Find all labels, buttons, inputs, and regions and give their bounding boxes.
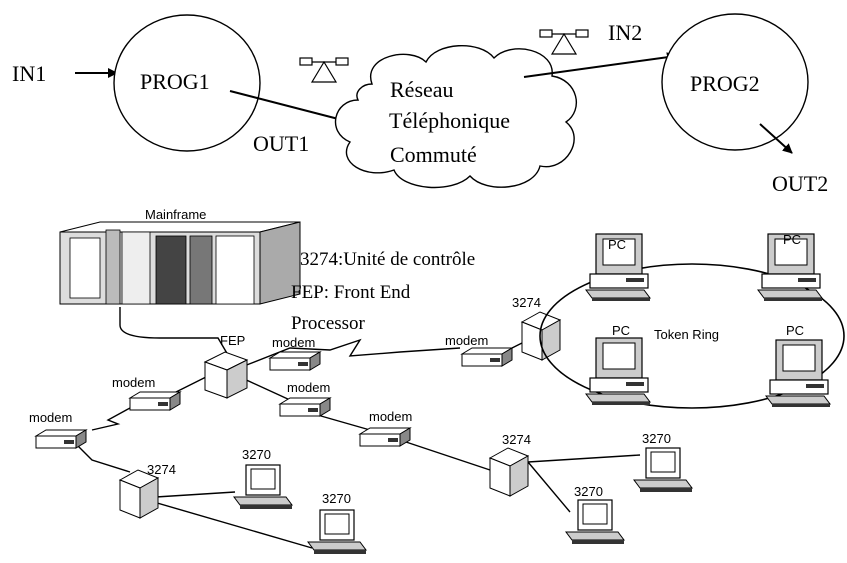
modem-icon [129, 391, 181, 411]
out2-label: OUT2 [772, 171, 828, 196]
telephone-icon [539, 29, 589, 55]
prog2-circle [661, 13, 809, 151]
note-fep-2: Processor [291, 313, 366, 334]
out1-arrow [229, 90, 351, 125]
network-label-1: Réseau [390, 77, 454, 102]
controller-label: 3274 [502, 432, 531, 447]
terminal-label: 3270 [322, 491, 351, 506]
terminal-icon [633, 447, 693, 493]
pc-icon [765, 339, 831, 408]
pc-label: PC [786, 323, 804, 338]
out2-arrow [759, 123, 793, 154]
terminal-icon [307, 509, 367, 555]
telephone-icon [299, 57, 349, 83]
controller-icon [521, 311, 561, 361]
fep-icon [203, 351, 249, 399]
controller-icon [119, 469, 159, 519]
in1-label: IN1 [12, 61, 46, 86]
terminal-label: 3270 [642, 431, 671, 446]
modem-icon [35, 429, 87, 449]
mainframe-icon [59, 221, 301, 305]
modem-label: modem [369, 409, 412, 424]
pc-label: PC [783, 232, 801, 247]
modem-label: modem [272, 335, 315, 350]
network-label-3: Commuté [390, 142, 477, 167]
modem-icon [359, 427, 411, 447]
prog1-label: PROG1 [140, 69, 210, 94]
controller-icon [489, 447, 529, 497]
modem-label: modem [112, 375, 155, 390]
controller-label: 3274 [512, 295, 541, 310]
modem-icon [279, 397, 331, 417]
token-ring [539, 263, 845, 409]
note-3274: 3274:Unité de contrôle [300, 249, 475, 270]
terminal-icon [233, 464, 293, 510]
modem-icon [269, 351, 321, 371]
modem-label: modem [445, 333, 488, 348]
prog1-circle [113, 14, 261, 152]
ring-label: Token Ring [654, 327, 719, 342]
note-fep-1: FEP: Front End [291, 282, 411, 303]
out1-label: OUT1 [253, 131, 309, 156]
terminal-icon [565, 499, 625, 545]
terminal-label: 3270 [242, 447, 271, 462]
in2-arrow [523, 52, 677, 78]
prog2-label: PROG2 [690, 71, 760, 96]
modem-label: modem [29, 410, 72, 425]
pc-icon [585, 337, 651, 406]
pc-label: PC [612, 323, 630, 338]
modem-label: modem [287, 380, 330, 395]
mainframe-label: Mainframe [145, 207, 206, 222]
network-cloud [334, 45, 577, 189]
controller-label: 3274 [147, 462, 176, 477]
pc-label: PC [608, 237, 626, 252]
network-label-2: Téléphonique [389, 108, 510, 133]
terminal-label: 3270 [574, 484, 603, 499]
modem-icon [461, 347, 513, 367]
in2-label: IN2 [608, 20, 642, 45]
fep-label: FEP [220, 333, 245, 348]
